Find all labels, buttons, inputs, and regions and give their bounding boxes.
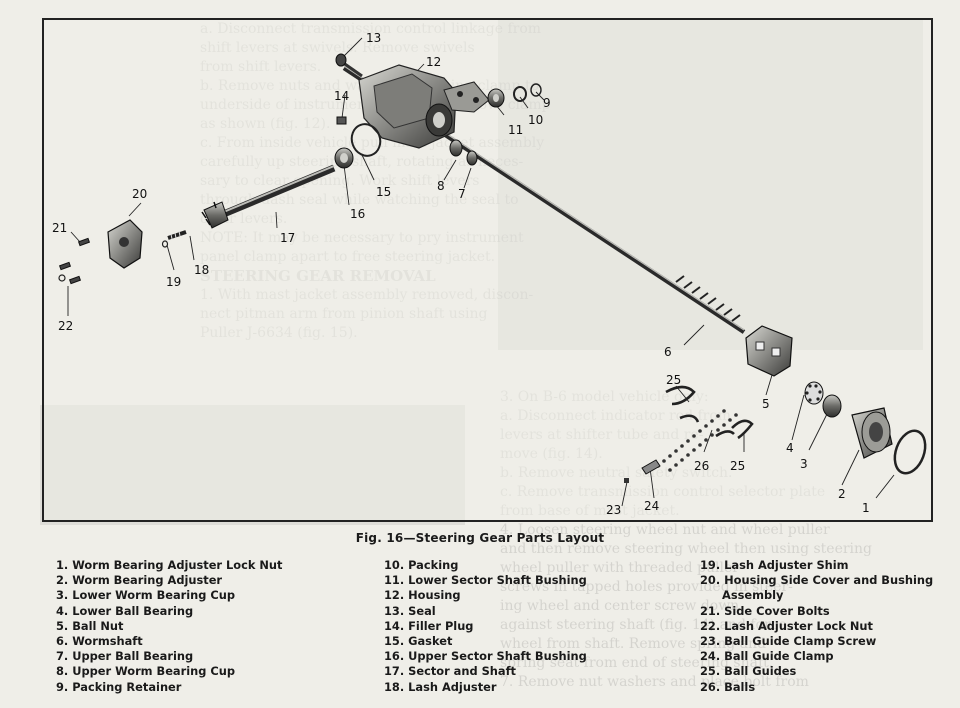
parts-diagram: 13 12 14 16 15 17 18 19 20 21 22 8 7 11 … <box>42 18 933 522</box>
legend-item: 9. Packing Retainer <box>56 679 182 694</box>
ball-guide-clamp-screw <box>624 478 629 483</box>
callout-13: 13 <box>366 31 381 45</box>
callout-25a: 25 <box>666 373 681 387</box>
steering-gear-exploded-view: 13 12 14 16 15 17 18 19 20 21 22 8 7 11 … <box>52 31 927 517</box>
housing-side-cover <box>107 219 143 269</box>
ball-guides <box>665 385 754 440</box>
callout-23: 23 <box>606 503 621 517</box>
upper-sector-shaft-bushing <box>334 147 354 169</box>
seal <box>335 53 363 78</box>
legend-item: 26. Balls <box>700 679 756 694</box>
lash-adjuster-shim <box>161 240 169 248</box>
legend-item: 17. Sector and Shaft <box>384 664 516 679</box>
lash-adjuster <box>167 230 187 240</box>
callout-6: 6 <box>664 345 672 359</box>
callout-26: 26 <box>694 459 709 473</box>
leader-lines <box>67 37 895 507</box>
callout-19: 19 <box>166 275 181 289</box>
legend-item: 4. Lower Ball Bearing <box>56 603 194 618</box>
callout-12: 12 <box>426 55 441 69</box>
ball-nut <box>745 325 793 377</box>
legend-item: 20. Housing Side Cover and Bushing <box>700 573 934 588</box>
callout-10: 10 <box>528 113 543 127</box>
legend-item: 5. Ball Nut <box>56 618 124 633</box>
sector-and-shaft <box>201 164 336 229</box>
lower-worm-bearing-cup <box>822 394 842 418</box>
callout-numbers: 13 12 14 16 15 17 18 19 20 21 22 8 7 11 … <box>52 31 870 517</box>
callout-16: 16 <box>350 207 365 221</box>
worm-bearing-adjuster-lock-nut <box>893 429 927 475</box>
legend-item: 3. Lower Worm Bearing Cup <box>56 588 236 603</box>
legend-item: 24. Ball Guide Clamp <box>700 649 834 664</box>
lash-adjuster-lock-nut <box>58 274 66 282</box>
legend-column-1: 1. Worm Bearing Adjuster Lock Nut 2. Wor… <box>56 558 282 695</box>
legend-item: 18. Lash Adjuster <box>384 679 497 694</box>
legend-item: 19. Lash Adjuster Shim <box>700 558 849 572</box>
callout-5: 5 <box>762 397 770 411</box>
legend-item: 15. Gasket <box>384 634 453 649</box>
callout-24: 24 <box>644 499 659 513</box>
callout-9: 9 <box>543 96 551 110</box>
filler-plug <box>336 116 347 125</box>
legend-item: 6. Wormshaft <box>56 634 143 649</box>
legend-column-3: 19. Lash Adjuster Shim 20. Housing Side … <box>700 558 933 695</box>
callout-4: 4 <box>786 441 794 455</box>
legend-item: 13. Seal <box>384 603 436 618</box>
callout-8: 8 <box>437 179 445 193</box>
legend-item: 8. Upper Worm Bearing Cup <box>56 664 235 679</box>
callout-2: 2 <box>838 487 846 501</box>
callout-21: 21 <box>52 221 67 235</box>
callout-7: 7 <box>458 187 466 201</box>
callout-1: 1 <box>862 501 870 515</box>
callout-18: 18 <box>194 263 209 277</box>
packing-and-bushing <box>487 83 542 108</box>
legend-item: 16. Upper Sector Shaft Bushing <box>384 649 587 664</box>
callout-20: 20 <box>132 187 147 201</box>
legend-item: 1. Worm Bearing Adjuster Lock Nut <box>56 558 283 572</box>
figure-caption: Fig. 16—Steering Gear Parts Layout <box>355 531 605 545</box>
lower-ball-bearing <box>804 381 824 405</box>
upper-ball-bearing <box>449 139 478 166</box>
legend-item: 12. Housing <box>384 588 461 603</box>
worm-bearing-adjuster <box>851 407 893 459</box>
legend-item: 7. Upper Ball Bearing <box>56 649 194 664</box>
housing <box>358 64 490 149</box>
legend-item-continuation: Assembly <box>722 588 784 603</box>
callout-11: 11 <box>508 123 523 137</box>
legend-item: 23. Ball Guide Clamp Screw <box>700 634 877 649</box>
callout-14: 14 <box>334 89 349 103</box>
side-cover-bolts <box>58 237 91 285</box>
callout-17: 17 <box>280 231 295 245</box>
callout-22: 22 <box>58 319 73 333</box>
legend-item: 2. Worm Bearing Adjuster <box>56 573 223 588</box>
balls <box>656 409 738 472</box>
legend-item: 10. Packing <box>384 558 459 572</box>
ball-guide-clamp <box>641 459 661 475</box>
gasket <box>350 123 382 157</box>
legend-item: 11. Lower Sector Shaft Bushing <box>384 573 587 588</box>
callout-15: 15 <box>376 185 391 199</box>
legend-item: 25. Ball Guides <box>700 664 797 679</box>
callout-3: 3 <box>800 457 808 471</box>
legend-item: 22. Lash Adjuster Lock Nut <box>700 618 873 633</box>
legend-item: 14. Filler Plug <box>384 618 474 633</box>
callout-25b: 25 <box>730 459 745 473</box>
legend-item: 21. Side Cover Bolts <box>700 603 830 618</box>
legend-column-2: 10. Packing 11. Lower Sector Shaft Bushi… <box>384 558 587 695</box>
